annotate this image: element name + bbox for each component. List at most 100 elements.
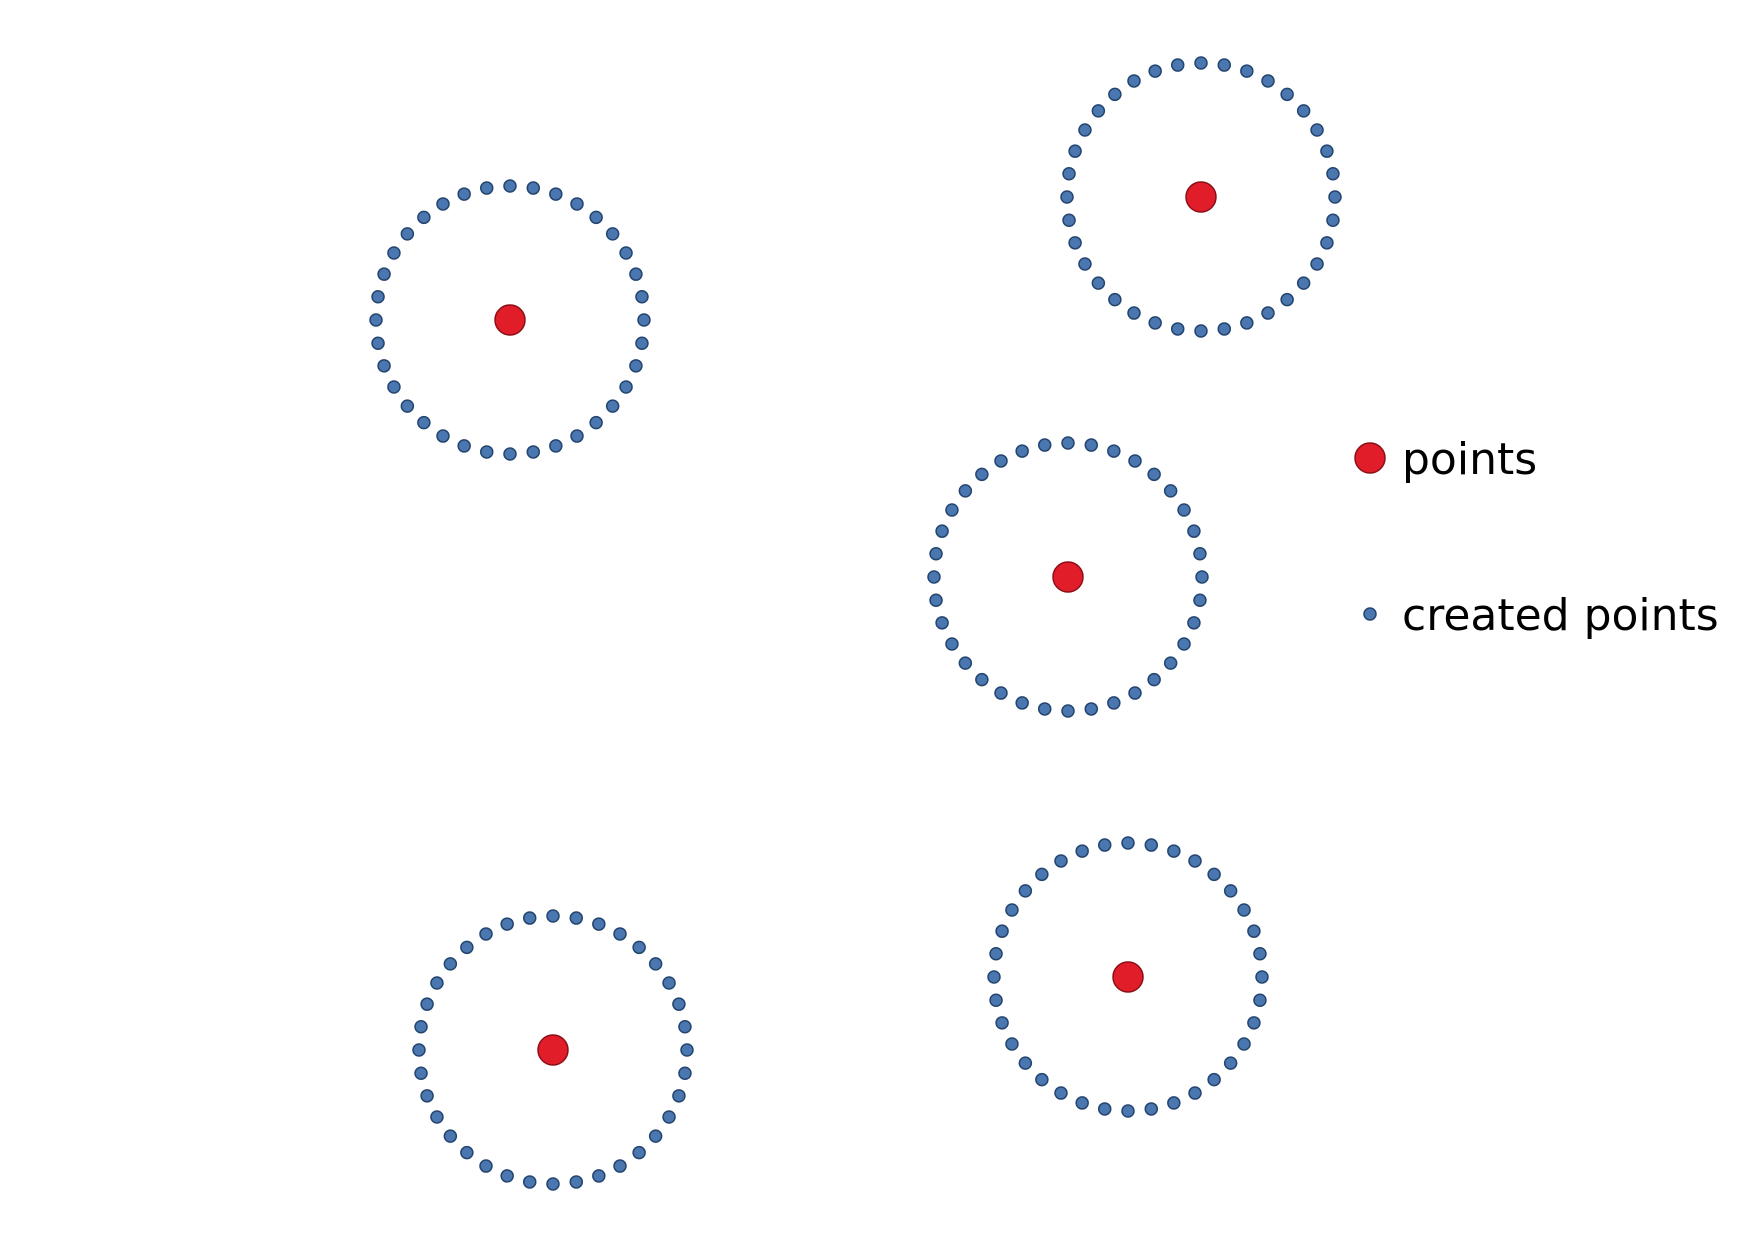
created-point xyxy=(1097,1102,1112,1116)
created-point xyxy=(1177,637,1191,651)
legend: points created points xyxy=(1354,434,1719,641)
created-point xyxy=(678,1019,692,1034)
created-point xyxy=(1280,292,1294,307)
created-point xyxy=(619,246,633,260)
created-point xyxy=(1054,1086,1068,1100)
created-point xyxy=(1223,884,1238,898)
created-point xyxy=(995,924,1009,938)
created-point xyxy=(1193,546,1207,561)
created-point xyxy=(1217,322,1232,336)
created-point xyxy=(1223,1056,1238,1070)
point-cluster xyxy=(927,436,1209,718)
point xyxy=(1112,961,1144,993)
created-point xyxy=(1194,56,1208,70)
created-point xyxy=(457,187,471,201)
created-point xyxy=(1280,87,1294,102)
created-point xyxy=(1035,1072,1049,1087)
created-point xyxy=(436,197,450,211)
point-cluster xyxy=(412,909,694,1191)
created-point xyxy=(1187,524,1201,538)
created-point xyxy=(672,1089,686,1103)
created-point xyxy=(1091,104,1106,118)
legend-points-label: points xyxy=(1402,434,1537,485)
created-point xyxy=(479,181,494,195)
created-point xyxy=(648,1129,663,1143)
created-point xyxy=(1108,87,1122,102)
created-point xyxy=(605,399,620,413)
created-point xyxy=(569,1175,584,1189)
created-point xyxy=(369,313,383,327)
created-point xyxy=(1217,58,1232,72)
created-point xyxy=(1320,144,1334,158)
created-point xyxy=(479,445,494,459)
created-point xyxy=(1075,1096,1089,1110)
created-point xyxy=(1121,836,1135,850)
point xyxy=(494,304,526,336)
point-cluster xyxy=(1060,56,1342,338)
created-point xyxy=(1084,702,1099,716)
created-point xyxy=(1018,884,1033,898)
point-cluster xyxy=(987,836,1269,1118)
created-point xyxy=(1188,1086,1202,1100)
created-point xyxy=(1084,438,1099,452)
created-point xyxy=(1194,324,1208,338)
created-point xyxy=(1240,316,1254,330)
created-point xyxy=(945,503,959,517)
created-point xyxy=(414,1019,428,1034)
created-point xyxy=(1075,844,1089,858)
created-point xyxy=(1177,503,1191,517)
created-point xyxy=(1107,696,1121,710)
created-point xyxy=(605,227,620,241)
created-point xyxy=(1078,257,1092,271)
created-point xyxy=(935,616,949,630)
created-point xyxy=(1207,1072,1221,1087)
created-point xyxy=(371,289,385,304)
created-point xyxy=(635,336,649,351)
created-point xyxy=(1097,838,1112,852)
created-point xyxy=(589,210,603,225)
created-point xyxy=(1326,166,1340,181)
created-point xyxy=(1005,903,1019,917)
created-point xyxy=(1167,844,1181,858)
created-point xyxy=(460,1145,474,1160)
created-point xyxy=(522,1175,537,1189)
created-point xyxy=(526,445,541,459)
created-point xyxy=(371,336,385,351)
created-point xyxy=(400,227,415,241)
created-point xyxy=(1078,123,1092,137)
created-point xyxy=(430,1110,444,1124)
created-point xyxy=(629,267,643,281)
created-point xyxy=(1060,190,1074,204)
created-point xyxy=(592,917,606,931)
created-point xyxy=(613,1159,627,1173)
created-point xyxy=(1107,444,1121,458)
created-point xyxy=(662,1110,676,1124)
created-point xyxy=(975,672,989,687)
legend-created-points-label: created points xyxy=(1402,590,1719,641)
created-point xyxy=(570,429,584,443)
created-point xyxy=(958,484,973,498)
created-point xyxy=(637,313,651,327)
created-point xyxy=(1062,166,1076,181)
created-point xyxy=(1237,1037,1251,1051)
created-point xyxy=(1326,213,1340,228)
point-clusters xyxy=(369,56,1342,1191)
created-point xyxy=(549,439,563,453)
created-point xyxy=(1188,854,1202,868)
created-point xyxy=(1170,58,1185,72)
created-point xyxy=(987,970,1001,984)
created-point xyxy=(1253,993,1267,1008)
created-point xyxy=(1128,454,1142,468)
created-point xyxy=(1320,236,1334,250)
created-point xyxy=(443,957,458,971)
created-point xyxy=(417,415,431,430)
created-point xyxy=(1187,616,1201,630)
legend-created-point-swatch xyxy=(1363,607,1377,621)
created-point xyxy=(460,940,474,955)
created-point xyxy=(417,210,431,225)
created-point xyxy=(995,1016,1009,1030)
created-point xyxy=(1193,593,1207,608)
created-point xyxy=(1015,444,1029,458)
created-point xyxy=(678,1066,692,1081)
point-cluster xyxy=(369,179,651,461)
